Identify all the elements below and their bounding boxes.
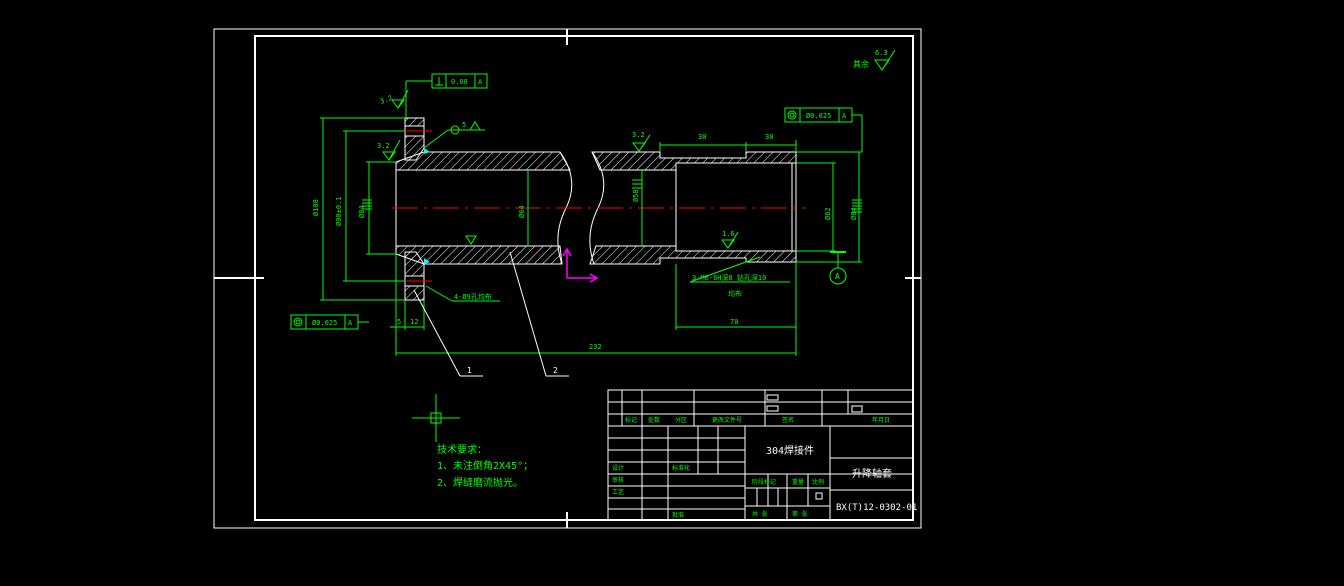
tech-req-line2: 2、焊缝磨流抛光。 bbox=[437, 476, 523, 489]
general-roughness-value: 6.3 bbox=[875, 49, 888, 57]
tb-sign: 签名 bbox=[782, 416, 794, 424]
dimension-texts: Ø108 Ø90±0.1 Ø84 Ø64 Ø58 Ø62 Ø84 30 30 7… bbox=[312, 133, 858, 351]
thread-callout-sub: 均布 bbox=[728, 289, 742, 298]
dim-dia-62: Ø62 bbox=[824, 207, 832, 220]
dim-dia-64: Ø64 bbox=[518, 205, 526, 218]
dim-dia-84-right: Ø84 bbox=[850, 207, 858, 220]
conc-left-datum: A bbox=[348, 319, 353, 327]
perp-datum: A bbox=[478, 78, 483, 86]
general-roughness-label: 其余 bbox=[853, 59, 869, 69]
tb-review: 审核 bbox=[612, 476, 624, 484]
tb-material: 304焊接件 bbox=[766, 444, 814, 457]
dim-dia-84-left: Ø84 bbox=[358, 205, 366, 218]
tb-mark: 标记 bbox=[625, 416, 637, 424]
weld-size: 5 bbox=[462, 121, 466, 129]
crosshair-cursor bbox=[412, 394, 460, 442]
tb-sheets: 共 张 bbox=[752, 510, 768, 518]
pipe-wall-top-left bbox=[395, 151, 571, 171]
dim-len-30-b: 30 bbox=[765, 133, 773, 141]
tech-req-line1: 1、未注倒角2X45°； bbox=[437, 459, 533, 472]
dim-dia-108: Ø108 bbox=[312, 199, 320, 216]
weld-symbol: 5 bbox=[423, 121, 485, 149]
thread-marks bbox=[362, 179, 862, 213]
hole-callout-text: 4-Ø9孔均布 bbox=[454, 292, 492, 301]
balloon-2: 2 bbox=[553, 366, 558, 375]
tolerance-frame-concentric-right: Ø0.025 A bbox=[784, 107, 863, 152]
dim-dia-90: Ø90±0.1 bbox=[335, 196, 343, 226]
tb-standardize: 标准化 bbox=[672, 464, 690, 472]
tb-design: 设计 bbox=[612, 464, 624, 472]
ra-flange-top: 3.2 bbox=[379, 94, 394, 106]
part-balloons: 1 2 bbox=[413, 251, 569, 377]
tb-approve: 批准 bbox=[672, 511, 684, 519]
conc-right-value: Ø0.025 bbox=[806, 112, 831, 120]
tech-req-title: 技术要求： bbox=[437, 443, 487, 456]
tb-stage: 阶段标记 bbox=[752, 478, 776, 486]
tb-count: 处数 bbox=[648, 416, 660, 424]
dim-dia-58: Ø58 bbox=[632, 189, 640, 202]
title-block: 标记 处数 分区 更改文件号 签名 年月日 设计 标准化 审核 工艺 批准 阶段… bbox=[607, 389, 917, 521]
conc-right-datum: A bbox=[842, 112, 847, 120]
ra-flange-face: 3.2 bbox=[377, 142, 390, 150]
ra-bore-right: 1.6 bbox=[722, 230, 735, 238]
ucs-icon bbox=[562, 247, 599, 283]
dim-len-5: 5 bbox=[397, 318, 401, 326]
tb-zone: 分区 bbox=[675, 416, 687, 424]
thread-callout-text: 3-M6-6H深8 钻孔深10 bbox=[692, 273, 766, 282]
tb-sheet-no: 第 张 bbox=[792, 510, 808, 518]
hole-callout: 4-Ø9孔均布 bbox=[425, 285, 500, 302]
general-roughness-symbol: 6.3 其余 bbox=[853, 49, 896, 71]
dimension-lines bbox=[320, 117, 862, 356]
perp-value: 0.08 bbox=[451, 78, 468, 86]
tb-part-name: 升降轴套 bbox=[852, 467, 892, 480]
roughness-symbols: 3.2 3.2 3.2 1.6 bbox=[377, 89, 739, 249]
part-section-view bbox=[392, 117, 806, 301]
tb-weight: 重量 bbox=[792, 478, 804, 486]
tb-drawing-no: BX(T)12-0302-01 bbox=[836, 503, 917, 513]
dim-len-12: 12 bbox=[410, 318, 418, 326]
tb-change-no: 更改文件号 bbox=[712, 416, 742, 424]
ra-pipe-mid: 3.2 bbox=[632, 131, 645, 139]
conc-left-value: Ø0.025 bbox=[312, 319, 337, 327]
datum-a-label: A bbox=[835, 272, 840, 281]
dim-len-70: 70 bbox=[730, 318, 738, 326]
technical-requirements: 技术要求： 1、未注倒角2X45°； 2、焊缝磨流抛光。 bbox=[437, 443, 533, 489]
centering-marks bbox=[214, 29, 921, 528]
pipe-wall-top-right bbox=[591, 151, 797, 171]
balloon-1: 1 bbox=[467, 366, 472, 375]
tb-date: 年月日 bbox=[872, 416, 890, 424]
tolerance-frame-perpendicularity: 0.08 A bbox=[405, 73, 488, 118]
tb-scale: 比例 bbox=[812, 478, 824, 486]
dim-len-30-a: 30 bbox=[698, 133, 706, 141]
pipe-wall-bottom-right bbox=[589, 245, 797, 265]
tolerance-frame-concentric-left: Ø0.025 A bbox=[290, 314, 369, 330]
tb-process: 工艺 bbox=[612, 488, 624, 496]
datum-a-symbol: A bbox=[829, 251, 847, 285]
thread-callout: 3-M6-6H深8 钻孔深10 均布 bbox=[689, 256, 790, 298]
dim-len-232: 232 bbox=[589, 343, 602, 351]
pipe-wall-bottom-left bbox=[395, 245, 563, 265]
